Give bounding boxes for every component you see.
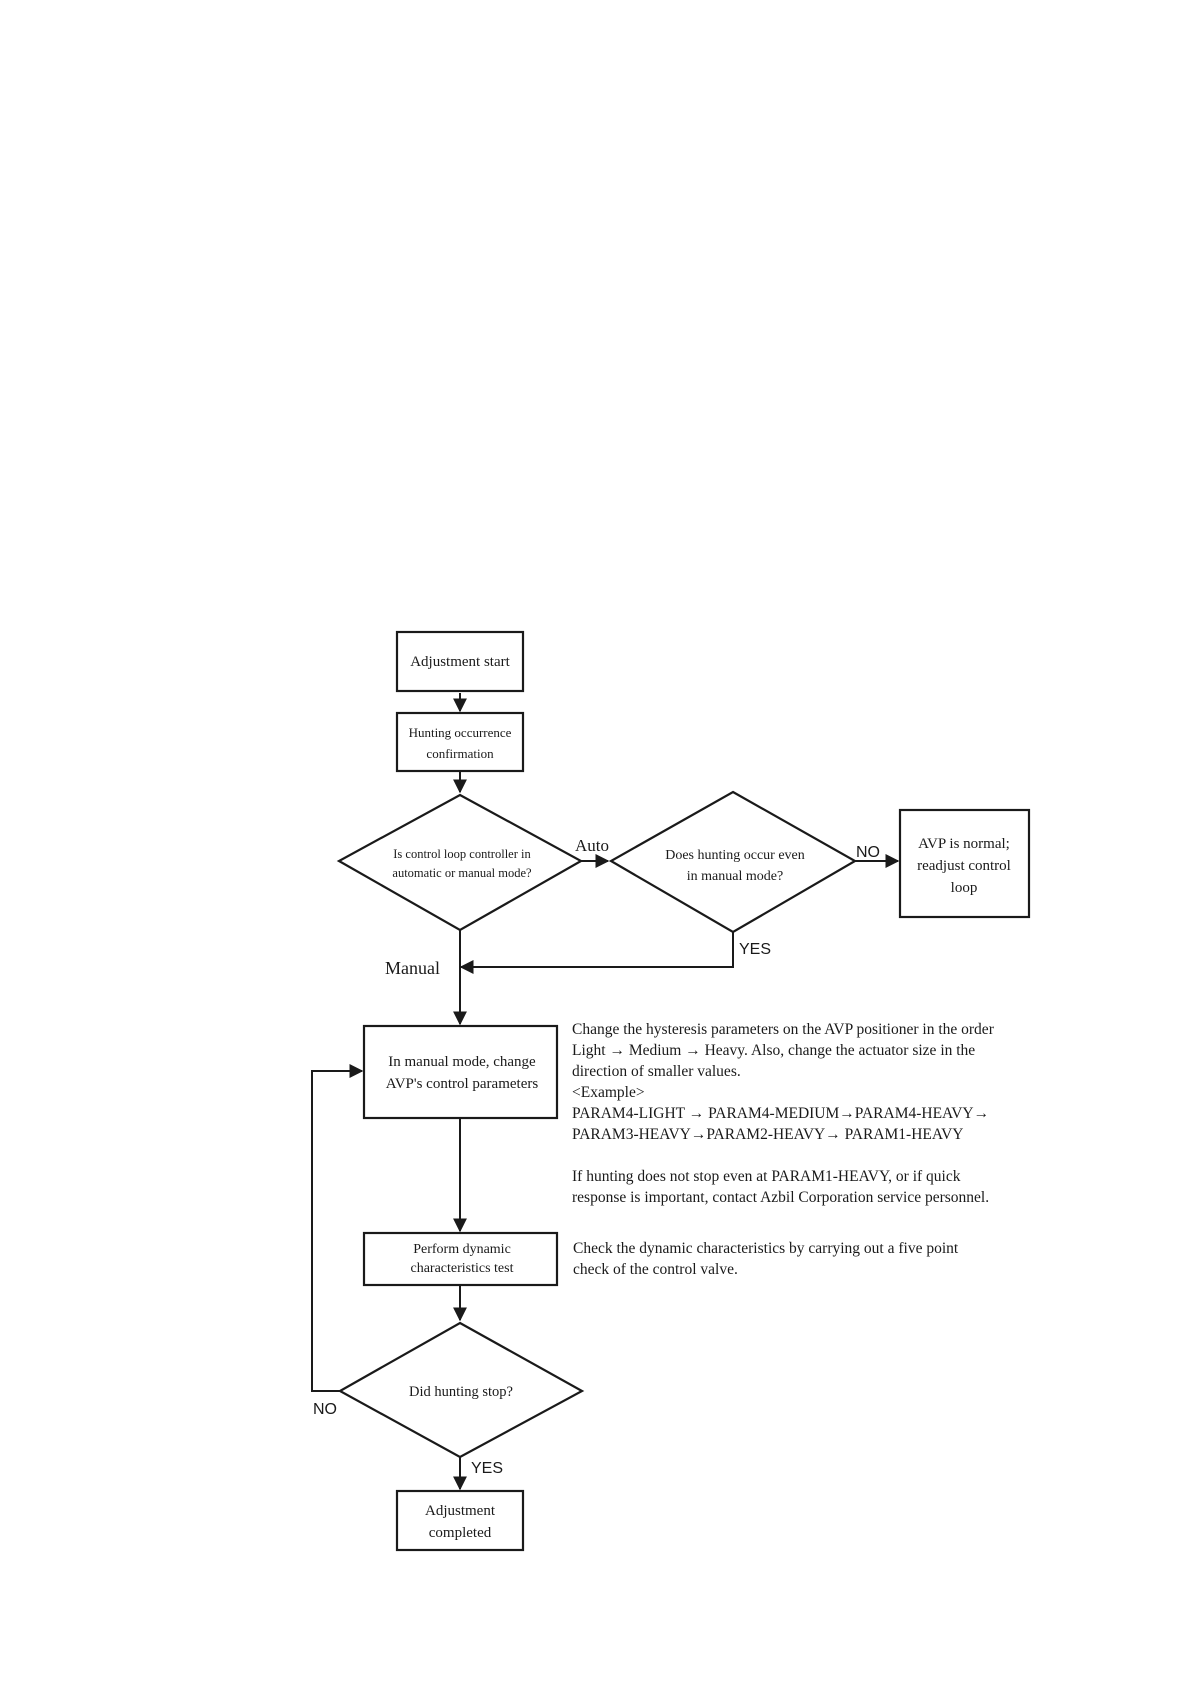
node-dynamic-test-line-2: characteristics test (410, 1261, 513, 1276)
note-paragraph-gap (572, 1145, 994, 1166)
node-mode-decision-line-1: Is control loop controller in (393, 847, 531, 861)
node-hunting-confirmation-box (395, 711, 525, 773)
node-hunting-confirmation: Hunting occurrence confirmation (395, 711, 525, 773)
node-manual-hunting-decision-line-2: in manual mode? (687, 869, 783, 884)
note-parameter-line-7: If hunting does not stop even at PARAM1-… (572, 1168, 961, 1185)
node-change-parameters-line-1: In manual mode, change (388, 1054, 536, 1070)
note-parameter-line-1: Change the hysteresis parameters on the … (572, 1021, 994, 1038)
node-adjustment-completed-line-2: completed (429, 1525, 492, 1541)
node-stop-decision-diamond (337, 1321, 585, 1459)
node-avp-normal-line-1: AVP is normal; (918, 836, 1010, 852)
node-change-parameters-line-2: AVP's control parameters (386, 1076, 539, 1092)
note-parameter-line-6: PARAM3-HEAVY→PARAM2-HEAVY→ PARAM1-HEAVY (572, 1126, 964, 1143)
edge-label-yes-done: YES (471, 1460, 503, 1477)
edge-no-loop (311, 1064, 364, 1392)
node-stop-decision-label: Did hunting stop? (409, 1384, 513, 1400)
node-change-parameters-box (362, 1024, 559, 1120)
node-adjustment-completed: Adjustment completed (395, 1489, 525, 1552)
node-change-parameters: In manual mode, change AVP's control par… (362, 1024, 559, 1120)
note-dynamic-line-2: check of the control valve. (573, 1261, 738, 1278)
note-parameter-order: Change the hysteresis parameters on the … (572, 1019, 994, 1208)
node-avp-normal: AVP is normal; readjust control loop (898, 808, 1031, 919)
node-manual-hunting-decision-diamond (608, 790, 858, 934)
edge-label-yes-manual: YES (739, 941, 771, 958)
note-parameter-line-5: PARAM4-LIGHT → PARAM4-MEDIUM→PARAM4-HEAV… (572, 1105, 990, 1122)
node-mode-decision: Is control loop controller in automatic … (336, 793, 584, 932)
note-dynamic-check: Check the dynamic characteristics by car… (573, 1238, 958, 1280)
edge-label-no-loop: NO (313, 1401, 337, 1418)
node-avp-normal-line-2: readjust control (917, 858, 1011, 874)
edge-label-auto: Auto (575, 836, 609, 855)
node-manual-hunting-decision: Does hunting occur even in manual mode? (608, 790, 858, 934)
node-avp-normal-box (898, 808, 1031, 919)
edge-label-manual: Manual (385, 958, 440, 978)
note-parameter-line-4: <Example> (572, 1084, 645, 1101)
node-hunting-confirmation-line-2: confirmation (426, 746, 494, 761)
edge-yes-merge (459, 932, 734, 974)
node-adjustment-completed-box (395, 1489, 525, 1552)
node-mode-decision-diamond (336, 793, 584, 932)
node-mode-decision-line-2: automatic or manual mode? (392, 866, 532, 880)
connectors (311, 693, 900, 1491)
note-parameter-line-8: response is important, contact Azbil Cor… (572, 1189, 990, 1206)
note-parameter-line-3: direction of smaller values. (572, 1063, 741, 1080)
node-dynamic-test: Perform dynamic characteristics test (362, 1231, 559, 1287)
node-manual-hunting-decision-line-1: Does hunting occur even (665, 848, 805, 863)
node-hunting-confirmation-line-1: Hunting occurrence (409, 725, 512, 740)
node-stop-decision: Did hunting stop? (337, 1321, 585, 1459)
note-dynamic-line-1: Check the dynamic characteristics by car… (573, 1240, 959, 1257)
node-avp-normal-line-3: loop (951, 880, 978, 896)
node-adjustment-start-label: Adjustment start (410, 654, 510, 670)
node-adjustment-start: Adjustment start (395, 630, 525, 693)
edge-labels: Auto Manual NO YES NO YES (313, 836, 880, 1477)
node-dynamic-test-line-1: Perform dynamic (413, 1242, 511, 1257)
edge-label-no-normal: NO (856, 844, 880, 861)
node-adjustment-start-box (395, 630, 525, 693)
note-parameter-line-2: Light → Medium → Heavy. Also, change the… (572, 1042, 976, 1059)
node-adjustment-completed-line-1: Adjustment (425, 1503, 496, 1519)
node-dynamic-test-box (362, 1231, 559, 1287)
